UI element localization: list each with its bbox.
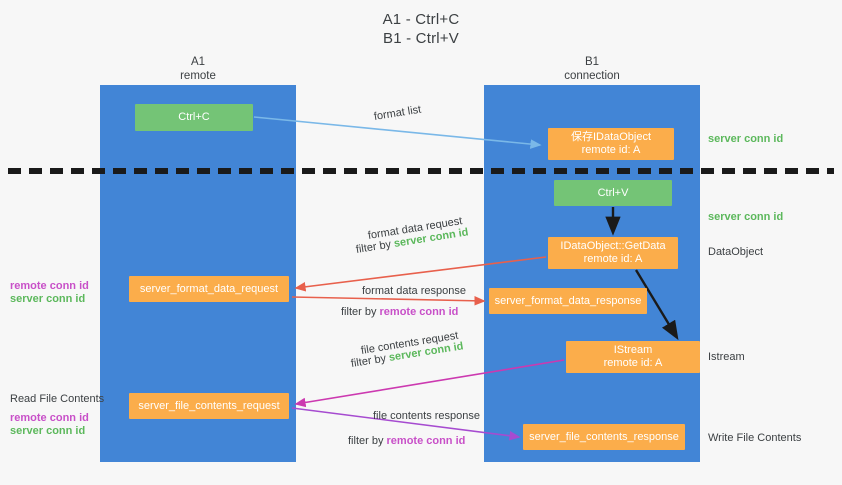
node-save-idataobject-sub: remote id: A [581,144,641,156]
edge-label-format-data-response: format data response [362,285,466,297]
node-istream-label: IStream [613,344,653,356]
node-ctrl-v[interactable]: Ctrl+V [554,180,672,206]
phase-divider [8,168,834,174]
annotation-remote-conn-id-lower: remote conn id [10,412,89,424]
annotation-server-conn-id-upper: server conn id [10,293,86,305]
filter-key-remote-conn-id: remote conn id [386,435,466,447]
node-server-file-contents-response-label: server_file_contents_response [529,430,679,443]
arrow-file-contents-response [291,407,521,441]
node-idataobject-getdata[interactable]: IDataObject::GetData remote id: A [548,237,678,269]
node-istream-sub: remote id: A [603,357,663,369]
node-server-format-data-response[interactable]: server_format_data_response [489,288,647,314]
edge-label-format-data-response-filter: filter by remote conn id [341,305,458,319]
lane-a1-name: A1 [190,56,206,68]
title-line-2: B1 - Ctrl+V [383,30,459,47]
arrow-format-data-request [294,256,547,292]
lane-b1-sub: connection [564,69,620,82]
annotation-istream: Istream [708,351,745,363]
node-server-format-data-request-label: server_format_data_request [139,282,279,295]
node-ctrl-c[interactable]: Ctrl+C [135,104,253,131]
node-save-idataobject-label: 保存IDataObject [570,131,652,143]
annotation-remote-conn-id-upper: remote conn id [10,280,89,292]
lane-a1-sub: remote [180,69,216,82]
edge-label-file-contents-response-filter: filter by remote conn id [348,434,465,448]
annotation-server-conn-id-lower: server conn id [10,425,86,437]
node-ctrl-c-label: Ctrl+C [178,111,210,123]
node-istream[interactable]: IStream remote id: A [566,341,700,373]
node-ctrl-v-label: Ctrl+V [597,186,629,199]
arrow-format-list [253,116,542,149]
node-server-file-contents-request[interactable]: server_file_contents_request [129,393,289,419]
node-idataobject-getdata-label: IDataObject::GetData [560,240,666,252]
filter-prefix: filter by [348,435,387,447]
arrow-getdata-to-istream [634,269,679,341]
node-idataobject-getdata-sub: remote id: A [583,253,643,265]
diagram-title: A1 - Ctrl+C B1 - Ctrl+V [0,10,842,48]
node-server-format-data-request[interactable]: server_format_data_request [129,276,289,302]
lane-b1-name: B1 [584,56,600,68]
node-server-file-contents-response[interactable]: server_file_contents_response [523,424,685,450]
title-line-1: A1 - Ctrl+C [382,11,460,28]
node-save-idataobject[interactable]: 保存IDataObject remote id: A [548,128,674,160]
node-server-file-contents-request-label: server_file_contents_request [138,399,280,412]
annotation-dataobject: DataObject [708,246,764,258]
lane-header-b1: B1 connection [484,56,700,83]
annotation-write-file-contents: Write File Contents [708,432,802,444]
arrow-format-data-response [291,296,486,306]
filter-key-remote-conn-id: remote conn id [379,306,459,318]
annotation-server-conn-id-top: server conn id [708,133,784,145]
edge-label-file-contents-response: file contents response [373,410,481,422]
annotation-server-conn-id-mid: server conn id [708,211,784,223]
annotation-read-file-contents: Read File Contents [10,393,105,405]
lane-header-a1: A1 remote [100,56,296,83]
filter-prefix: filter by [341,306,380,318]
arrow-file-contents-request [294,359,565,408]
node-server-format-data-response-label: server_format_data_response [494,294,642,307]
